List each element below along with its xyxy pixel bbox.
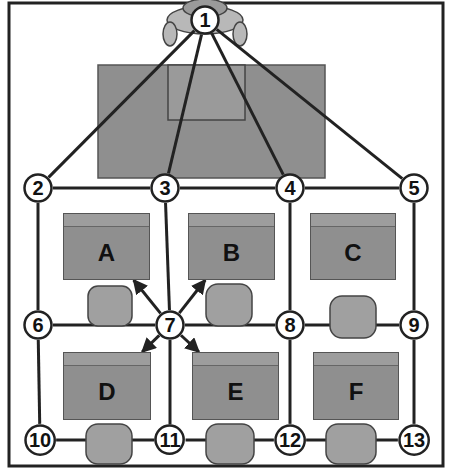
path-line [289,340,292,424]
path-line [53,187,150,190]
path-line [413,340,416,424]
position-number: 7 [164,315,175,335]
teacher-arm [163,22,177,46]
position-circle: 6 [23,310,53,340]
path-line [217,29,403,178]
position-number: 8 [284,315,295,335]
position-circle: 10 [24,424,56,456]
position-circle: 4 [275,173,305,203]
path-line [169,340,172,424]
position-number: 4 [284,178,295,198]
student-chair [330,296,376,338]
position-circle: 11 [154,424,185,455]
desk-letter: B [223,229,240,265]
path-line [305,187,399,190]
path-line [38,340,39,424]
position-number: 10 [29,430,51,450]
student-desk: D [63,352,151,420]
desk-letter: A [98,229,115,265]
desk-letter: F [349,368,364,404]
path-line [413,203,416,310]
position-circle: 5 [399,173,429,203]
position-circle: 3 [150,173,180,203]
position-number: 13 [403,430,425,450]
path-line [37,203,40,310]
room-frame [9,3,443,466]
position-number: 1 [199,10,210,30]
student-desk: E [192,352,279,420]
position-circle: 9 [399,310,429,340]
position-number: 5 [408,178,419,198]
position-circle: 8 [275,310,305,340]
student-desk: F [313,352,399,420]
path-line [168,35,201,174]
teacher-desk [98,65,325,178]
position-circle: 2 [23,173,53,203]
position-circle: 7 [155,310,185,340]
position-number: 9 [408,315,419,335]
student-desk: A [63,213,150,280]
position-number: 12 [279,430,301,450]
student-chair [206,424,254,464]
position-number: 2 [32,178,43,198]
teacher-shoulders [167,6,243,34]
position-circle: 1 [190,5,220,35]
position-number: 11 [159,430,180,450]
path-line [166,203,170,310]
path-line [289,203,292,310]
direction-arrow [134,280,161,313]
position-circle: 13 [398,424,430,456]
student-chair [206,284,252,326]
position-number: 3 [159,178,170,198]
direction-arrow [179,280,205,313]
desk-letter: D [98,368,115,404]
direction-arrow [181,335,199,352]
position-number: 6 [32,315,43,335]
student-chair [326,424,376,464]
desk-letter: C [344,229,361,265]
path-line [180,187,275,190]
position-circle: 12 [274,424,306,456]
student-chair [86,424,132,464]
direction-arrow [142,335,159,352]
student-desk: C [310,213,396,280]
student-desk: B [188,213,275,280]
desk-letter: E [227,368,243,404]
student-chair [88,286,132,326]
